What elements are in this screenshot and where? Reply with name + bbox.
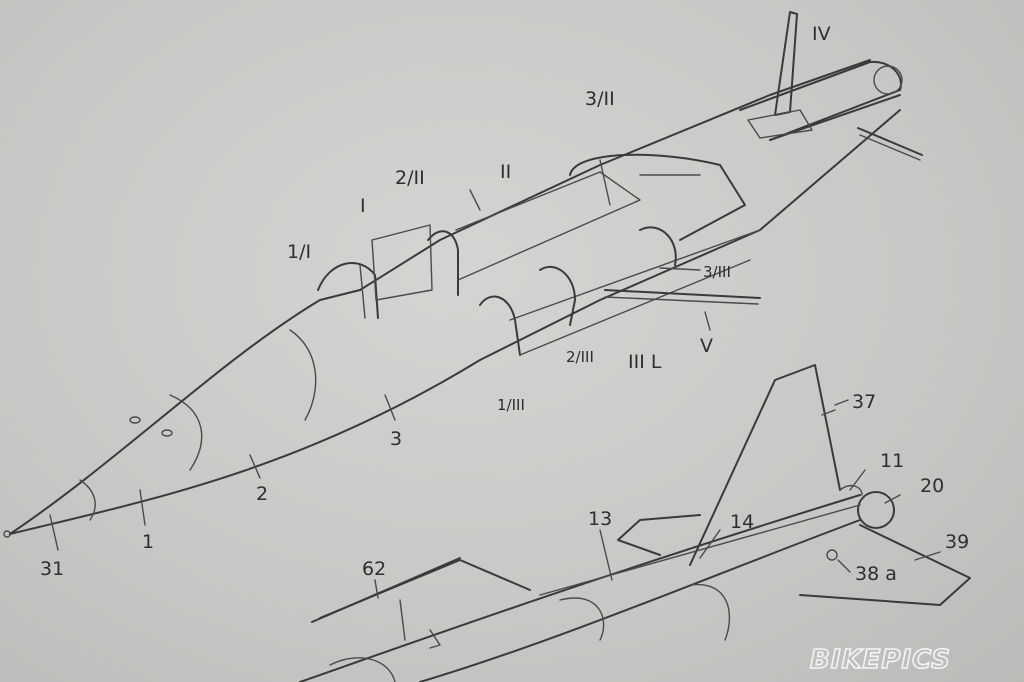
label-14: 14 — [730, 511, 754, 533]
label-39: 39 — [945, 531, 969, 553]
label-3-III: 3/III — [703, 263, 731, 281]
label-13: 13 — [588, 508, 612, 530]
label-2: 2 — [256, 483, 268, 505]
upper-fuselage — [3, 11, 923, 551]
label-II: II — [500, 161, 511, 183]
label-38a: 38 a — [855, 563, 897, 585]
label-I: I — [360, 195, 366, 217]
part-labels: 31 1 2 3 1/I I 2/II II 3/II IV 1/III 2/I… — [40, 23, 969, 585]
label-37: 37 — [852, 391, 876, 413]
label-1-I: 1/I — [287, 241, 311, 263]
watermark-logo: BIKEPICS — [810, 645, 951, 675]
label-2-III: 2/III — [566, 348, 594, 366]
lower-aircraft — [299, 364, 971, 682]
label-20: 20 — [920, 475, 944, 497]
label-1: 1 — [142, 531, 154, 553]
label-III-L: III L — [628, 351, 662, 373]
label-3-II: 3/II — [585, 88, 615, 110]
label-31: 31 — [40, 558, 64, 580]
label-2-II: 2/II — [395, 167, 425, 189]
label-11: 11 — [880, 450, 904, 472]
label-3: 3 — [390, 428, 402, 450]
label-V: V — [700, 335, 713, 357]
label-62: 62 — [362, 558, 386, 580]
label-IV: IV — [812, 23, 831, 45]
label-1-III: 1/III — [497, 396, 525, 414]
